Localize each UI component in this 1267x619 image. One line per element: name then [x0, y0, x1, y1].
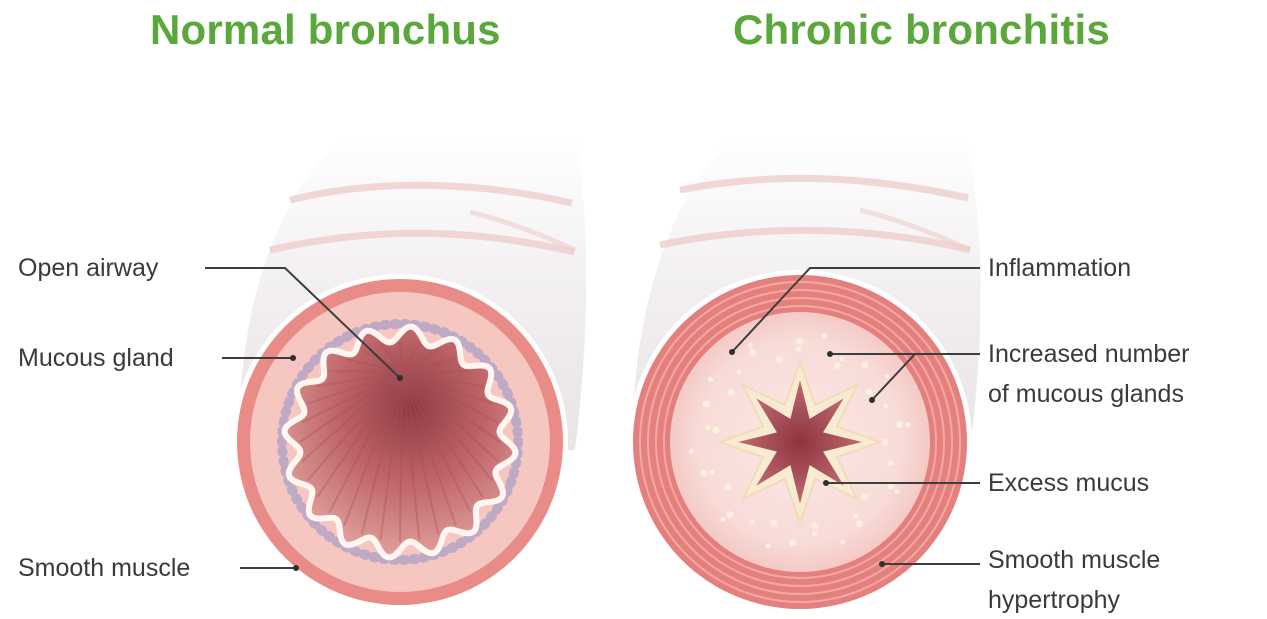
narrowed-lumen [738, 380, 862, 504]
mucous-gland-dot [748, 342, 753, 347]
mucous-gland-dot [840, 540, 845, 545]
mucous-gland-dot [811, 522, 818, 529]
mucous-gland-dot [750, 519, 755, 524]
mucous-gland-dot [776, 356, 783, 363]
chronic-bronchitis-cross-section [628, 270, 972, 614]
normal-bronchus-cross-section [232, 274, 568, 610]
label-mucous-gland: Mucous gland [18, 340, 174, 377]
mucous-gland-dot [861, 361, 868, 368]
mucous-gland-dot [812, 531, 817, 536]
label-hypertrophy-line2: hypertrophy [988, 582, 1120, 619]
mucous-gland-dot [883, 403, 888, 408]
mucous-gland-dot [706, 425, 711, 430]
mucous-gland-dot [856, 520, 863, 527]
mucous-gland-dot [797, 338, 804, 345]
mucous-gland-dot [728, 389, 735, 396]
mucous-gland-dot [862, 493, 869, 500]
mucous-gland-dot [703, 401, 710, 408]
mucous-gland-dot [720, 517, 725, 522]
label-increased-glands-line1: Increased number [988, 336, 1190, 373]
mucous-gland-dot [708, 377, 713, 382]
mucous-gland-dot [789, 539, 796, 546]
mucous-gland-dot [766, 544, 771, 549]
label-open-airway: Open airway [18, 250, 158, 287]
mucous-gland-dot [840, 357, 845, 362]
mucous-gland-dot [689, 449, 694, 454]
mucous-gland-dot [885, 374, 890, 379]
mucous-gland-dot [749, 349, 756, 356]
mucous-gland-dot [770, 519, 777, 526]
mucous-gland-dot [712, 427, 719, 434]
mucous-gland-dot [865, 389, 872, 396]
mucous-gland-dot [796, 347, 801, 352]
mucous-gland-dot [737, 369, 742, 374]
mucous-gland-dot [853, 514, 858, 519]
mucous-gland-dot [724, 484, 731, 491]
label-smooth-muscle: Smooth muscle [18, 550, 190, 587]
mucous-gland-dot [710, 470, 715, 475]
label-excess-mucus: Excess mucus [988, 465, 1149, 502]
label-inflammation: Inflammation [988, 250, 1131, 287]
mucous-gland-dot [700, 470, 707, 477]
mucous-gland-dot [888, 460, 893, 465]
mucous-gland-dot [834, 362, 841, 369]
label-hypertrophy-line1: Smooth muscle [988, 542, 1160, 579]
mucous-gland-dot [822, 333, 827, 338]
mucous-gland-dot [895, 489, 900, 494]
mucous-gland-dot [905, 422, 910, 427]
mucous-gland-dot [896, 421, 903, 428]
label-increased-glands-line2: of mucous glands [988, 376, 1184, 413]
mucous-gland-dot [726, 511, 733, 518]
